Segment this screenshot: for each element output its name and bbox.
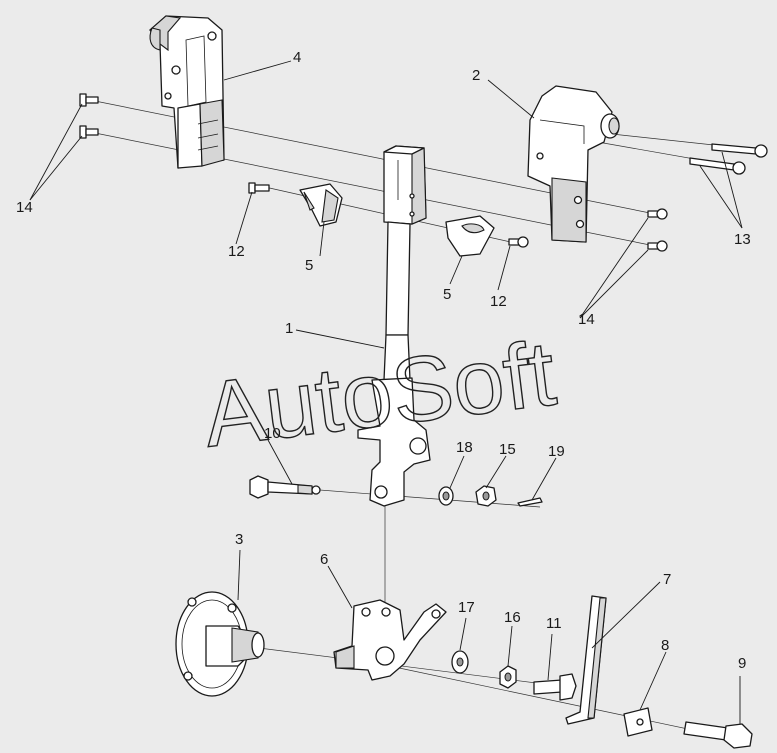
callout-5-left: 5: [305, 257, 313, 274]
callout-15: 15: [499, 441, 516, 458]
part-13-long-bolts: [689, 143, 768, 175]
callout-18: 18: [456, 439, 473, 456]
callout-3: 3: [235, 531, 243, 548]
callout-12-left: 12: [228, 243, 245, 260]
callout-17: 17: [458, 599, 475, 616]
callout-14-left: 14: [16, 199, 33, 216]
part-16-nut: [499, 665, 517, 689]
leader-lines: [29, 60, 743, 724]
callout-10: 10: [264, 425, 281, 442]
callout-numbers: 4 2 14 12 5 5 12 14 13 1 10 18 15 19 3 6…: [16, 49, 751, 672]
callout-5-right: 5: [443, 286, 451, 303]
part-9-bolt: [683, 721, 753, 749]
callout-4: 4: [293, 49, 301, 66]
part-14-bolts-left: [79, 93, 99, 139]
part-5-clamp-right: [445, 215, 495, 257]
part-4-housing: [149, 15, 225, 169]
part-2-housing: [527, 85, 620, 243]
callout-1: 1: [285, 320, 293, 337]
part-14-bolts-right: [647, 208, 668, 252]
part-6-bracket: [333, 599, 447, 681]
part-11-bolt: [533, 673, 577, 701]
callout-12-right: 12: [490, 293, 507, 310]
callout-6: 6: [320, 551, 328, 568]
callout-11: 11: [546, 615, 562, 632]
callout-13: 13: [734, 231, 751, 248]
part-3-flange: [175, 591, 265, 697]
callout-2: 2: [472, 67, 480, 84]
part-15-nut: [475, 485, 497, 507]
part-7-strip: [565, 595, 607, 725]
part-1-shaft: [357, 145, 431, 507]
part-12-screws: [248, 182, 529, 248]
part-17-washer: [451, 650, 469, 674]
callout-19: 19: [548, 443, 565, 460]
part-19-pin: [517, 497, 543, 507]
callout-9: 9: [738, 655, 746, 672]
part-10-bolt: [249, 475, 321, 499]
callout-8: 8: [661, 637, 669, 654]
part-8-bracket: [623, 707, 653, 737]
callout-16: 16: [504, 609, 521, 626]
callout-14-right: 14: [578, 311, 595, 328]
callout-7: 7: [663, 571, 671, 588]
part-18-washer: [438, 486, 454, 506]
part-5-clamp-left: [299, 183, 343, 227]
